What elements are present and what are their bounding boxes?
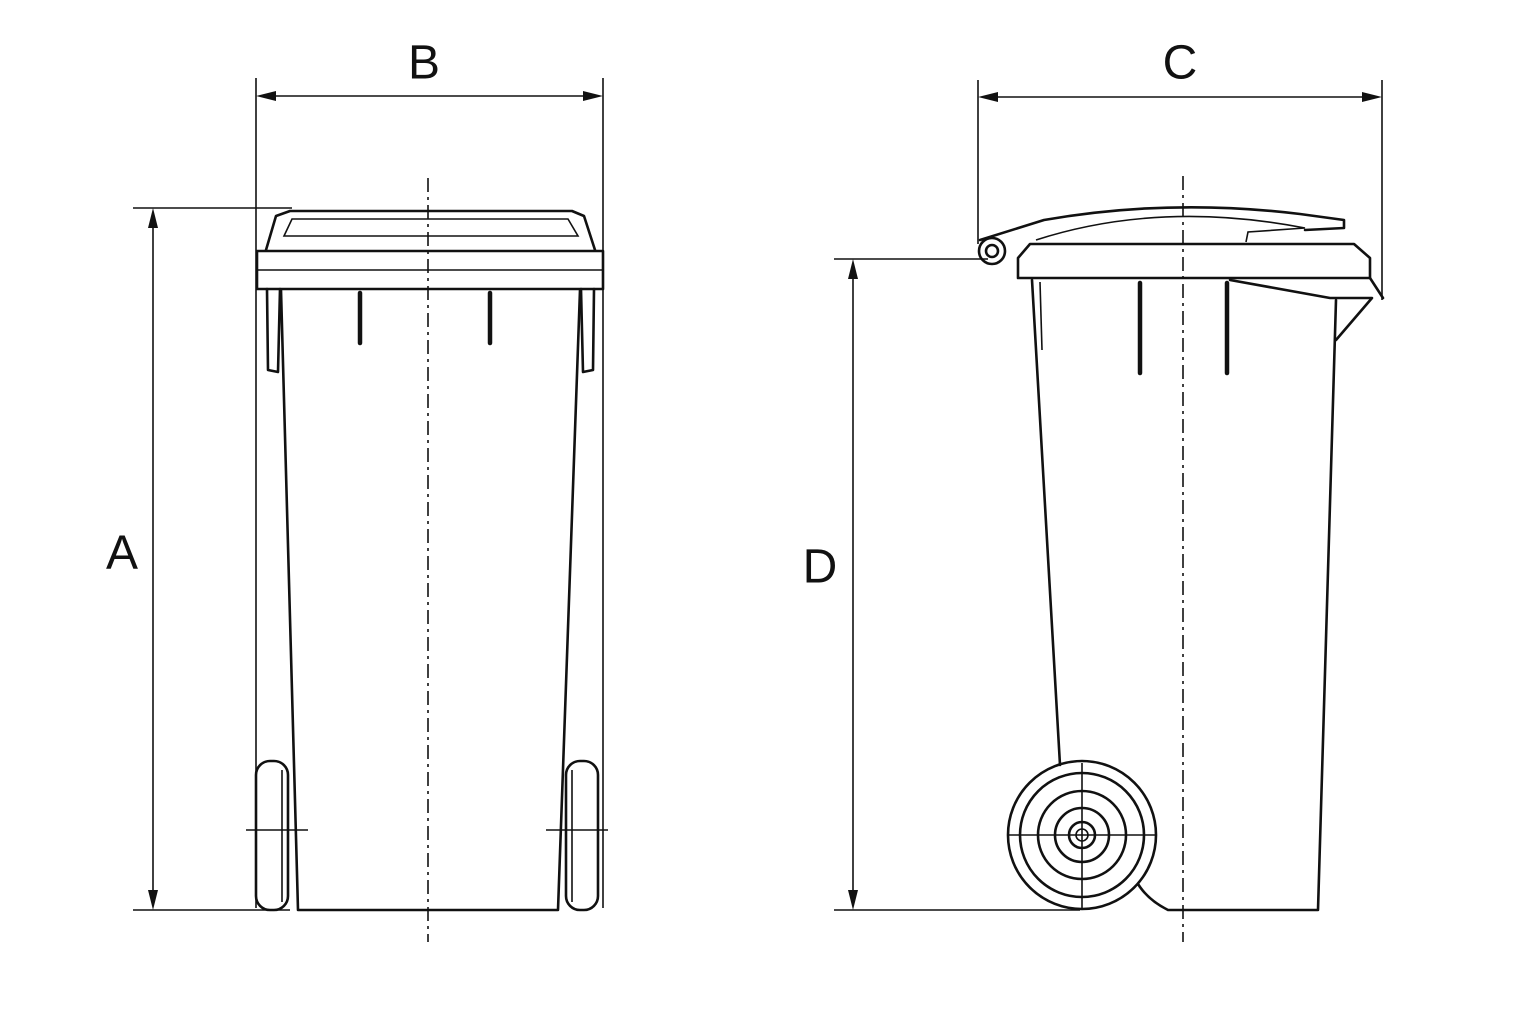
side-lid-front-lip: [1368, 276, 1385, 300]
side-body: [1030, 278, 1062, 767]
dimension-b-arrow-right: [583, 91, 603, 101]
dimension-b-label: B: [408, 37, 440, 90]
front-left-handle: [265, 287, 282, 374]
front-wheel-right: [564, 759, 600, 912]
side-lid-arc: [1035, 215, 1306, 243]
front-lid-inner: [282, 218, 580, 237]
front-wheel-left: [254, 759, 290, 912]
side-hinge-outer: [977, 236, 1007, 266]
dimension-c-arrow-left: [978, 92, 998, 102]
side-body-front-inner: [1039, 281, 1043, 351]
side-hinge-inner: [984, 243, 1000, 259]
side-handle-brace: [1228, 278, 1374, 342]
dimension-d-arrow-top: [848, 259, 858, 279]
front-lid-top: [264, 209, 597, 252]
dimension-a-arrow-top: [148, 208, 158, 228]
dimension-d: D: [803, 258, 1080, 911]
front-body: [279, 288, 582, 912]
dimension-a: A: [106, 207, 292, 911]
dimension-c: C: [977, 37, 1383, 300]
dimension-a-label: A: [106, 527, 138, 580]
side-lid-top: [978, 205, 1346, 242]
dimension-b-arrow-left: [256, 91, 276, 101]
side-lid-rim: [1016, 242, 1372, 280]
front-view: [246, 178, 608, 942]
dimension-c-arrow-right: [1362, 92, 1382, 102]
side-view: [977, 176, 1385, 942]
dimension-c-label: C: [1163, 37, 1198, 90]
dimension-d-label: D: [803, 541, 838, 594]
dimension-d-arrow-bottom: [848, 890, 858, 910]
dimension-a-arrow-bottom: [148, 890, 158, 910]
dimension-b: B: [255, 37, 604, 908]
side-body-back: [1136, 298, 1338, 912]
front-right-handle: [579, 287, 596, 374]
